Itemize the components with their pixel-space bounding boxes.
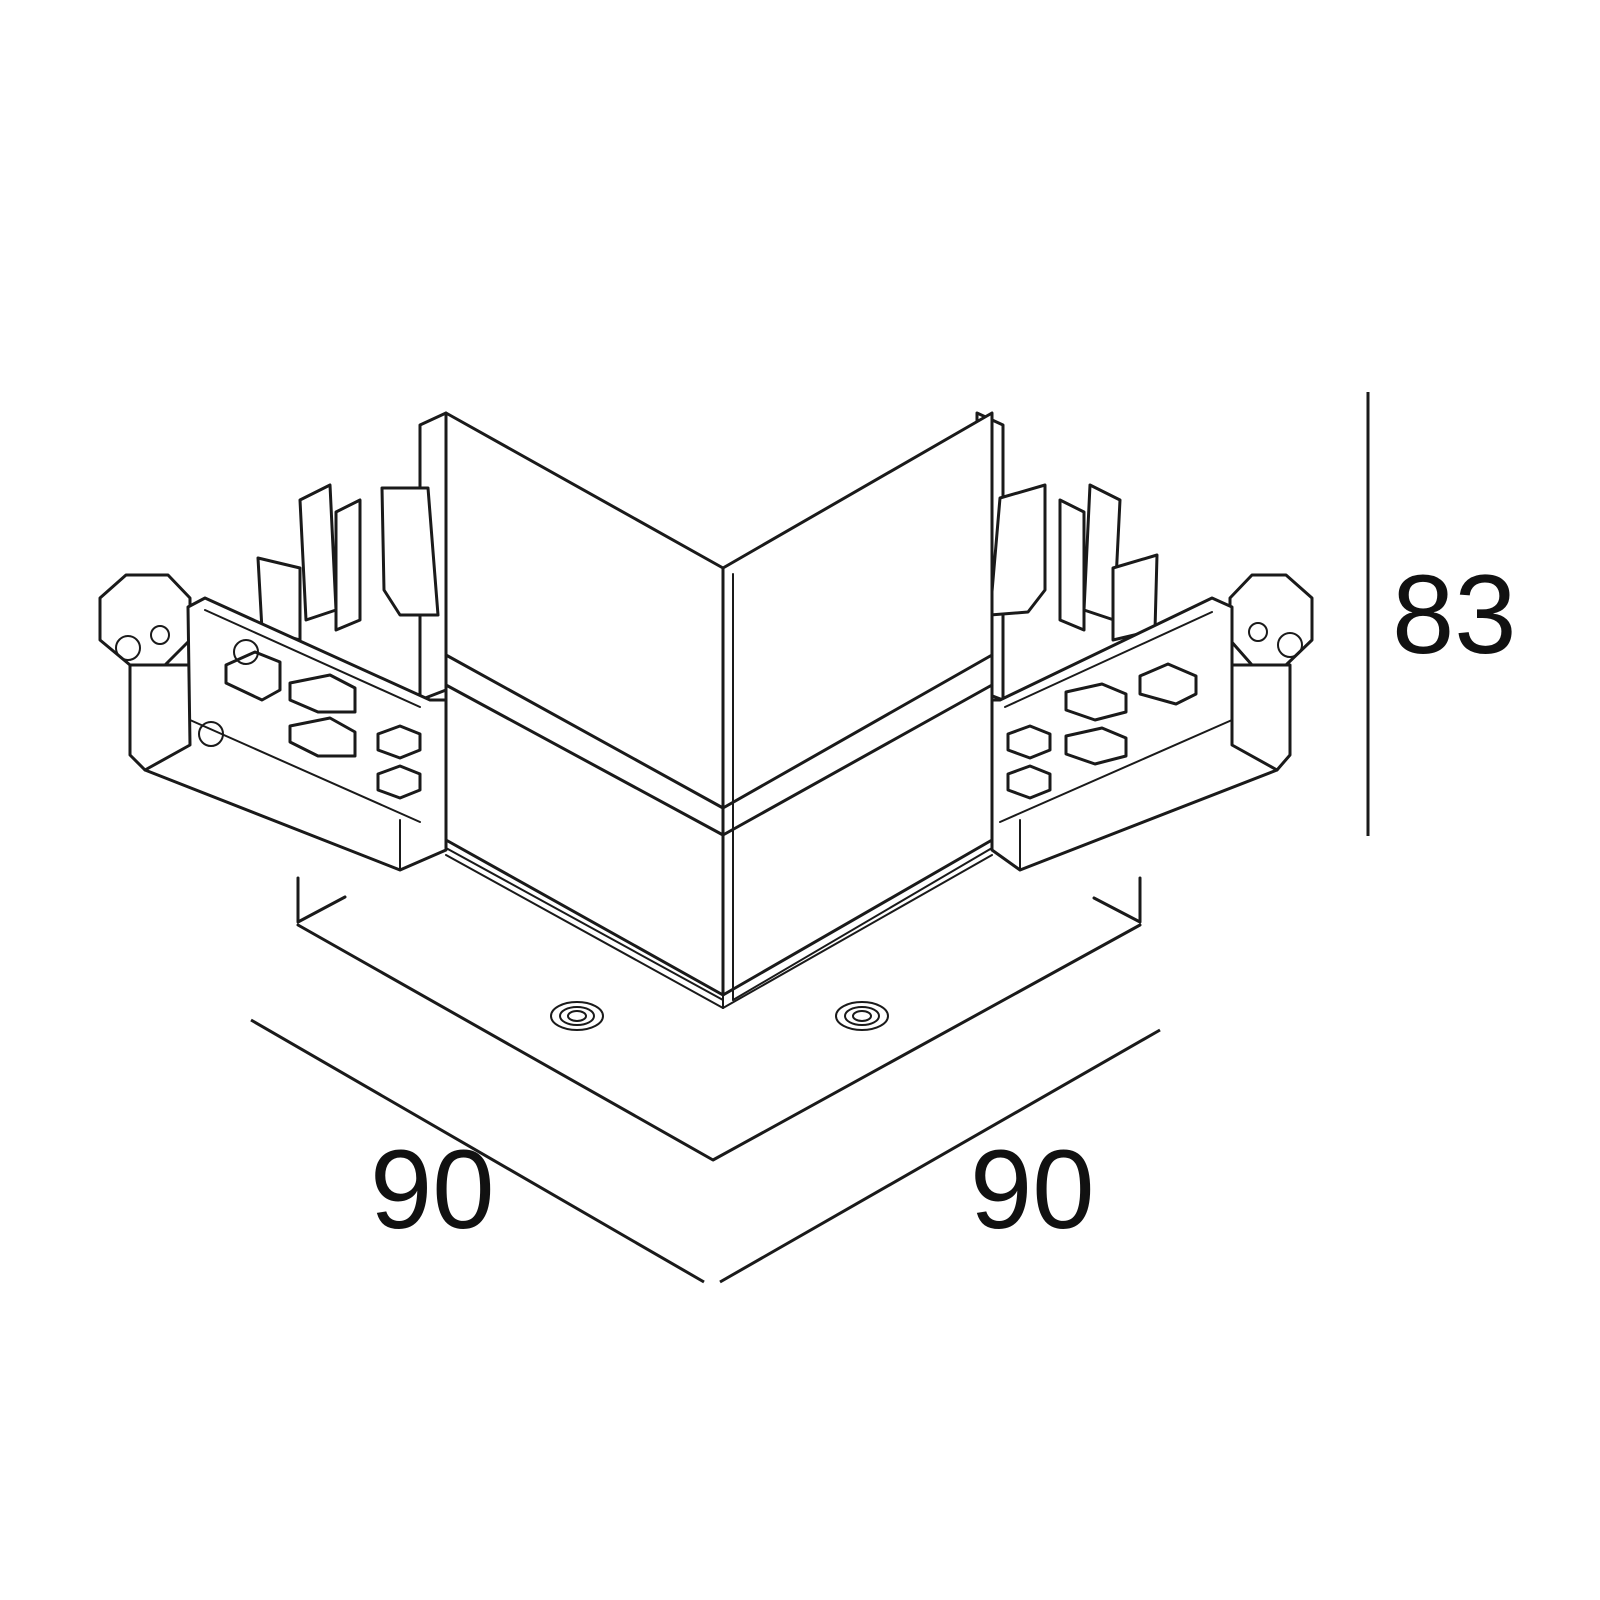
right-connector: [975, 411, 1314, 872]
left-connector: [98, 411, 448, 872]
dimension-label-width-left: 90: [370, 1127, 495, 1252]
dimension-line-width-right: [719, 1028, 1161, 1284]
corner-body: [444, 411, 994, 1009]
mounting-hole-right: [835, 1001, 889, 1031]
dimension-label-height: 83: [1392, 552, 1517, 677]
dimension-label-width-right: 90: [970, 1127, 1095, 1252]
base-plate: [296, 876, 1142, 1162]
dimension-line-width-left: [250, 1018, 705, 1284]
mounting-hole-left: [550, 1001, 604, 1031]
